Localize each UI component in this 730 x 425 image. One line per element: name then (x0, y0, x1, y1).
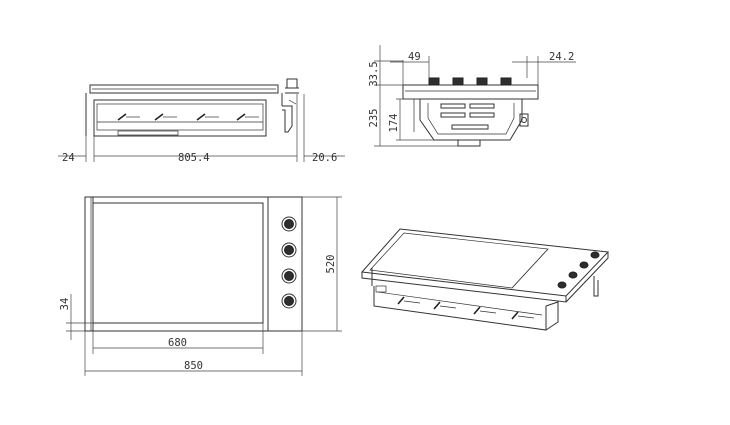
isometric-view (360, 228, 610, 331)
dim-top-inner-width: 680 (168, 337, 187, 349)
side-knob-1 (428, 77, 440, 86)
dim-side-knob-offset: 49 (408, 51, 421, 63)
top-knob-1 (281, 216, 297, 232)
dim-side-height-total: 235 (368, 109, 380, 128)
side-view: 33.5 235 174 49 24.2 (368, 45, 576, 147)
front-valve-1 (117, 113, 140, 121)
front-valve-3 (196, 113, 219, 121)
dim-top-edge: 34 (59, 298, 71, 311)
dim-top-depth: 520 (325, 255, 337, 274)
front-valve-4 (236, 113, 259, 121)
dim-side-height-inner: 174 (388, 114, 400, 133)
iso-valve-4 (511, 311, 535, 320)
top-knob-3 (281, 268, 297, 284)
side-knob-4 (500, 77, 512, 86)
iso-valve-1 (397, 296, 421, 305)
top-knob-4 (281, 293, 297, 309)
dim-side-right: 24.2 (549, 51, 574, 63)
top-view: 680 850 520 34 (59, 196, 342, 376)
top-knob-2 (281, 242, 297, 258)
dim-front-right-offset: 20.6 (312, 152, 337, 164)
iso-valve-3 (473, 306, 497, 315)
front-view: 24 805.4 20.6 (58, 78, 345, 164)
side-knob-3 (476, 77, 488, 86)
iso-knob-1 (590, 251, 600, 259)
iso-knob-3 (568, 271, 578, 279)
dim-side-top: 33.5 (368, 61, 380, 86)
dim-front-width: 805.4 (178, 152, 210, 164)
iso-knob-2 (579, 261, 589, 269)
iso-valve-2 (433, 301, 457, 310)
dim-top-total-width: 850 (184, 360, 203, 372)
side-knob-2 (452, 77, 464, 86)
iso-knob-4 (557, 281, 567, 289)
front-valve-2 (154, 113, 177, 121)
dim-front-left-offset: 24 (62, 152, 75, 164)
